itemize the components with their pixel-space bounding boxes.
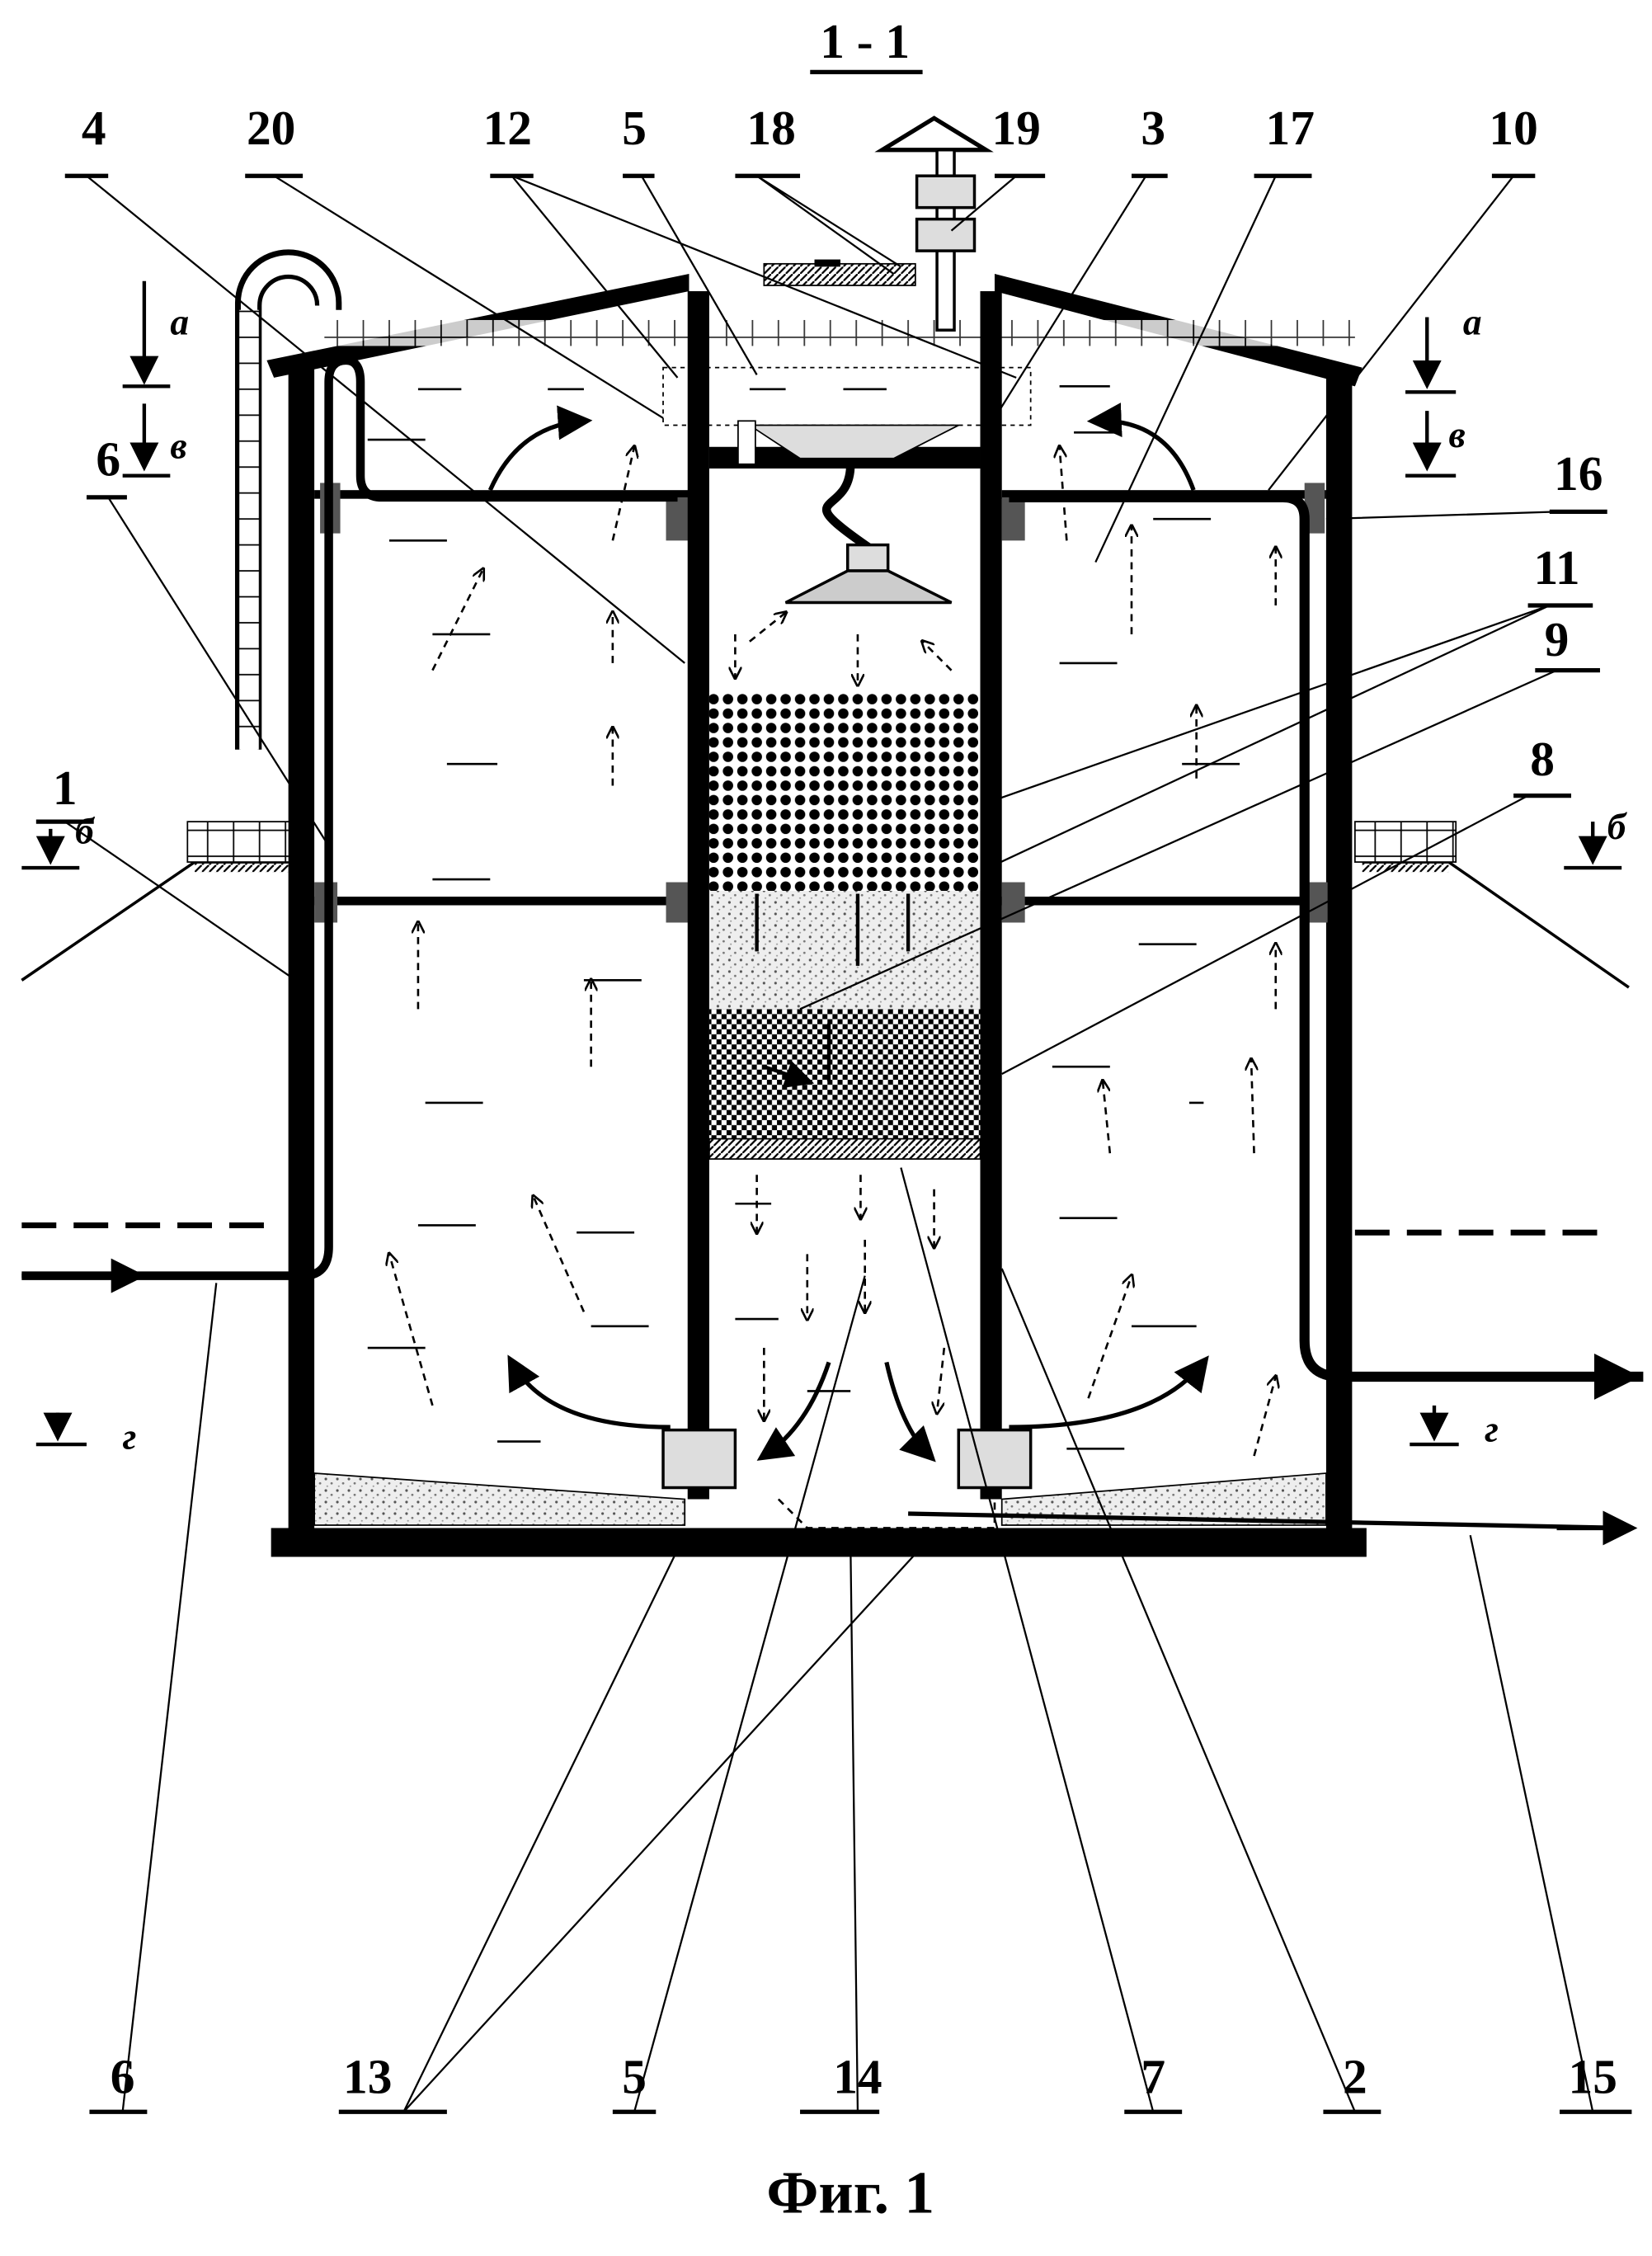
mark-g-left: г	[123, 1415, 137, 1457]
bottom-labels: 6 13 5 14 7 2 15	[89, 1168, 1631, 2112]
label-16: 16	[1554, 446, 1603, 501]
vent-stack-19	[882, 118, 986, 330]
label-1: 1	[53, 761, 78, 815]
label-6-side: 6	[96, 432, 120, 487]
label-5-bottom: 5	[622, 2050, 647, 2104]
top-labels: 4 20 12 5 18 19 3 17 10	[65, 101, 1538, 663]
mark-v-left: в	[170, 426, 186, 467]
vent-grate-18	[764, 264, 915, 285]
label-13: 13	[343, 2050, 392, 2104]
mark-a-right: а	[1463, 301, 1482, 342]
label-2: 2	[1343, 2050, 1367, 2104]
mark-b-left: б	[75, 810, 96, 851]
label-18: 18	[746, 101, 795, 155]
label-4: 4	[82, 101, 106, 155]
label-19: 19	[991, 101, 1040, 155]
label-11: 11	[1533, 540, 1579, 595]
label-5: 5	[622, 101, 647, 155]
label-9: 9	[1545, 612, 1570, 666]
label-12: 12	[483, 101, 532, 155]
filter-media	[709, 692, 981, 1159]
figure-caption: Фиг. 1	[766, 2159, 934, 2226]
label-8: 8	[1530, 732, 1555, 786]
label-10: 10	[1489, 101, 1537, 155]
label-6-bottom: 6	[111, 2050, 135, 2104]
mark-b-right: б	[1607, 806, 1628, 847]
label-15: 15	[1569, 2050, 1617, 2104]
mark-a-left: а	[170, 301, 189, 342]
mark-v-right: в	[1448, 414, 1465, 455]
label-20: 20	[247, 101, 295, 155]
label-17: 17	[1266, 101, 1315, 155]
mark-g-right: г	[1485, 1409, 1499, 1450]
sprinkler	[786, 571, 952, 602]
label-3: 3	[1141, 101, 1165, 155]
section-title: 1 - 1	[820, 14, 910, 68]
